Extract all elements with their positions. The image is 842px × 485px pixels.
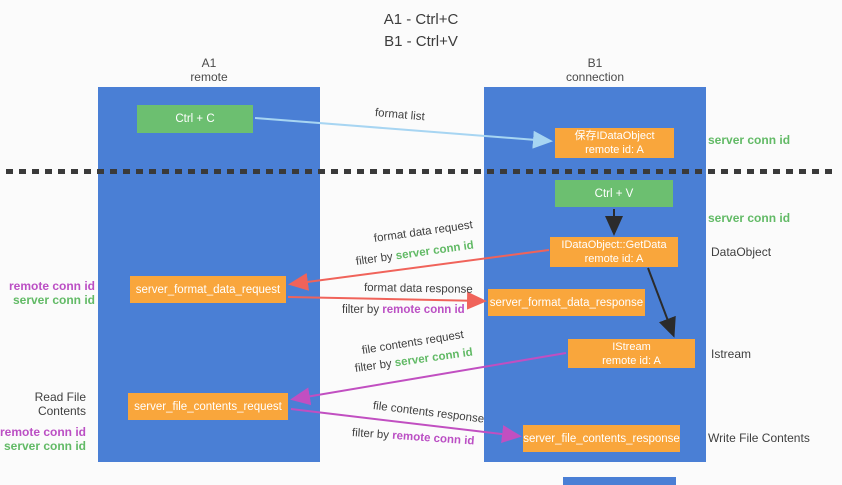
filter-by-text: filter by xyxy=(351,427,393,442)
write-file-contents-annotation: Write File Contents xyxy=(708,431,810,445)
phase-divider-dotted-line xyxy=(6,169,838,174)
file-request-conn-id-group: Read File Contents remote conn id server… xyxy=(0,390,87,453)
save-dataobject-box: 保存IDataObject remote id: A xyxy=(555,128,674,158)
getdata-box: IDataObject::GetData remote id: A xyxy=(550,237,678,267)
getdata-line1: IDataObject::GetData xyxy=(561,239,667,251)
istream-line1: IStream xyxy=(612,340,651,353)
remote-conn-id-key: remote conn id xyxy=(391,429,475,448)
server-file-contents-request-label: server_file_contents_request xyxy=(134,400,282,413)
istream-box: IStream remote id: A xyxy=(568,339,695,368)
filter-by-text: filter by xyxy=(354,357,396,375)
lifeline-a1-name: A1 xyxy=(201,56,217,70)
lifeline-header-a1: A1 remote xyxy=(98,56,320,84)
server-format-data-request-label: server_format_data_request xyxy=(135,283,281,296)
save-dataobject-line1: 保存IDataObject xyxy=(574,130,655,142)
remote-conn-id-key: remote conn id xyxy=(382,304,465,316)
format-data-response-label: format data response xyxy=(363,282,473,296)
lifeline-b1-name: B1 xyxy=(587,56,603,70)
istream-annotation: Istream xyxy=(711,347,752,361)
bottom-blue-bar-fragment xyxy=(563,477,676,485)
server-format-data-request-box: server_format_data_request xyxy=(130,276,286,303)
ctrl-c-box: Ctrl + C xyxy=(137,105,253,133)
server-conn-id-annotation: server conn id xyxy=(12,292,95,307)
server-format-data-response-label: server_format_data_response xyxy=(489,296,644,309)
istream-line2: remote id: A xyxy=(602,354,661,367)
diagram-title: A1 - Ctrl+C B1 - Ctrl+V xyxy=(0,9,842,53)
ctrl-c-label: Ctrl + C xyxy=(175,113,215,125)
dataobject-annotation: DataObject xyxy=(711,245,772,259)
format-data-response-filter: filter by remote conn id xyxy=(342,304,465,316)
ctrl-v-label: Ctrl + V xyxy=(594,187,634,200)
format-request-conn-id-group: remote conn id server conn id xyxy=(0,279,95,307)
format-list-label: format list xyxy=(374,107,426,124)
lifeline-header-b1: B1 connection xyxy=(484,56,706,84)
remote-conn-id-annotation: remote conn id xyxy=(8,279,95,293)
server-conn-id-key: server conn id xyxy=(395,239,475,263)
server-file-contents-response-label: server_file_contents_response xyxy=(523,432,680,445)
format-data-request-filter: filter by server conn id xyxy=(355,240,474,268)
server-conn-id-annotation-top: server conn id xyxy=(708,133,791,147)
server-file-contents-request-box: server_file_contents_request xyxy=(128,393,288,420)
filter-by-text: filter by xyxy=(355,250,397,268)
read-file-contents-annotation: Read File Contents xyxy=(34,390,86,418)
server-file-contents-response-box: server_file_contents_response xyxy=(523,425,680,452)
getdata-line2: remote id: A xyxy=(584,253,644,265)
ctrl-v-box: Ctrl + V xyxy=(555,180,673,207)
save-dataobject-line2: remote id: A xyxy=(585,144,644,156)
remote-conn-id-annotation: remote conn id xyxy=(0,425,87,439)
filter-by-text: filter by xyxy=(342,304,383,316)
title-line-b1: B1 - Ctrl+V xyxy=(384,33,458,50)
title-line-a1: A1 - Ctrl+C xyxy=(383,11,459,28)
file-contents-response-label: file contents response xyxy=(372,400,485,426)
lifeline-b1-role: connection xyxy=(565,70,625,84)
server-format-data-response-box: server_format_data_response xyxy=(488,289,645,316)
file-contents-response-filter: filter by remote conn id xyxy=(352,427,475,448)
server-conn-id-annotation: server conn id xyxy=(3,438,86,453)
lifeline-a1-role: remote xyxy=(190,70,228,84)
server-conn-id-annotation-mid: server conn id xyxy=(708,211,791,225)
